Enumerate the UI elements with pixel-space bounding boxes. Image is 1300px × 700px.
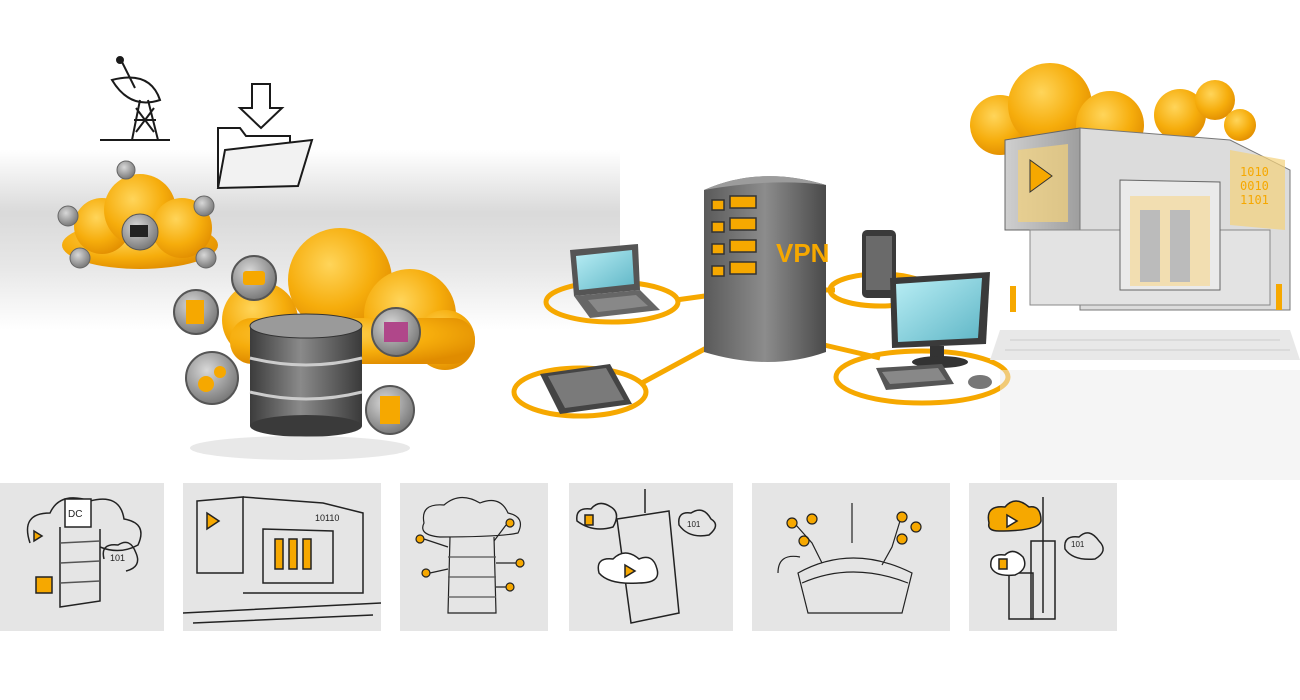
thumbnail-skyscraper-cloud: 101 [569,483,733,631]
binary-text: 1010 0010 1101 [1240,165,1269,207]
main-illustration: VPN [57,56,1300,460]
svg-text:0010: 0010 [1240,179,1269,193]
vpn-label: VPN [776,238,829,268]
building-icon [990,127,1300,360]
media-icons [173,255,421,435]
satellite-dish-icon [100,56,170,141]
vpn-server: VPN [704,176,829,362]
svg-text:1101: 1101 [1240,193,1269,207]
svg-text:101: 101 [687,520,701,529]
smartphone-icon [862,230,896,298]
download-folder-icon [216,83,314,190]
monitor-icon [890,272,990,368]
thumbnail-stadium-network [752,483,950,631]
database-icon [249,313,363,437]
svg-text:101: 101 [110,553,125,563]
svg-text:101: 101 [1071,540,1085,549]
cloud-icon [57,160,218,269]
thumbnail-tower-network [400,483,548,631]
thumbnail-tower-cloud: 101 [969,483,1117,631]
svg-text:1010: 1010 [1240,165,1269,179]
keyboard-icon [876,364,954,390]
laptop-icon [570,244,660,318]
mouse-icon [968,375,992,389]
thumbnail-building: 10110 [183,483,381,631]
svg-text:DC: DC [68,509,82,520]
tablet-icon [540,364,632,414]
thumbnail-cloud-office: DC 101 [0,483,164,631]
svg-text:10110: 10110 [315,513,339,523]
